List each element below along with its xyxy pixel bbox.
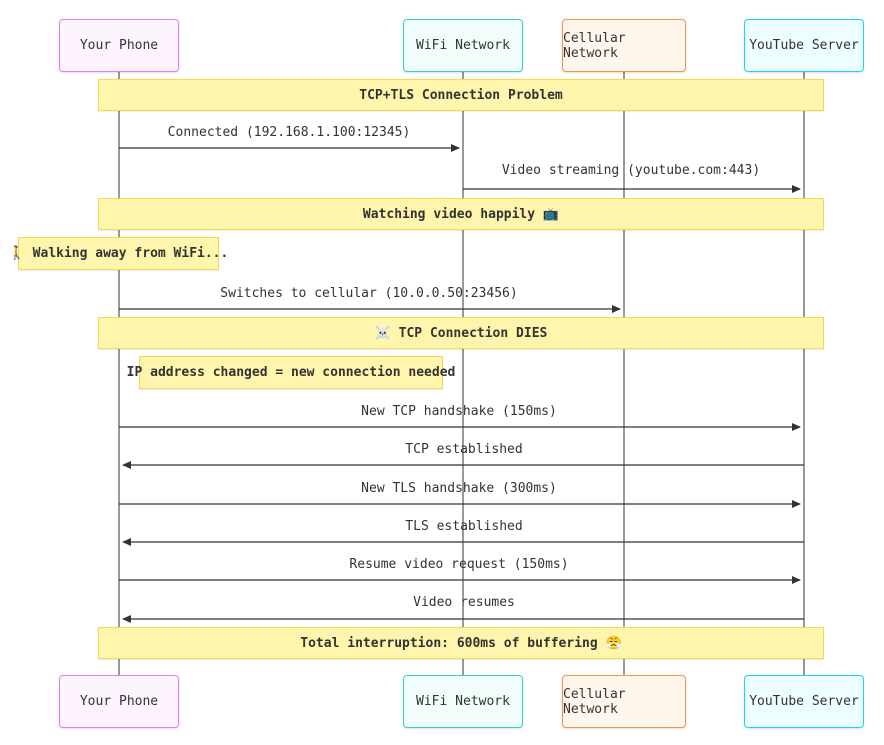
note-title: TCP+TLS Connection Problem [98,79,824,111]
note-total-interruption: Total interruption: 600ms of buffering 😤 [98,627,824,659]
message-tls-handshake: New TLS handshake (300ms) [361,481,557,496]
participant-youtube-top: YouTube Server [744,19,864,72]
message-tcp-established: TCP established [405,442,523,457]
message-video-resumes: Video resumes [413,595,515,610]
participant-cellular-top: Cellular Network [562,19,686,72]
message-tcp-handshake: New TCP handshake (150ms) [361,404,557,419]
message-resume-request: Resume video request (150ms) [349,557,569,572]
participant-phone-bottom: Your Phone [59,675,179,728]
message-streaming: Video streaming (youtube.com:443) [501,163,761,178]
participant-phone-top: Your Phone [59,19,179,72]
message-tls-established: TLS established [405,519,523,534]
note-ip-changed: IP address changed = new connection need… [127,356,455,389]
participant-cellular-bottom: Cellular Network [562,675,686,728]
participant-wifi-bottom: WiFi Network [403,675,523,728]
note-walking: 🚶 Walking away from WiFi... [9,237,228,270]
participant-youtube-bottom: YouTube Server [744,675,864,728]
message-connected: Connected (192.168.1.100:12345) [167,125,411,140]
participant-wifi-top: WiFi Network [403,19,523,72]
note-connection-dies: ☠️ TCP Connection DIES [98,317,824,349]
message-switches: Switches to cellular (10.0.0.50:23456) [220,286,518,301]
note-watching: Watching video happily 📺 [98,198,824,230]
